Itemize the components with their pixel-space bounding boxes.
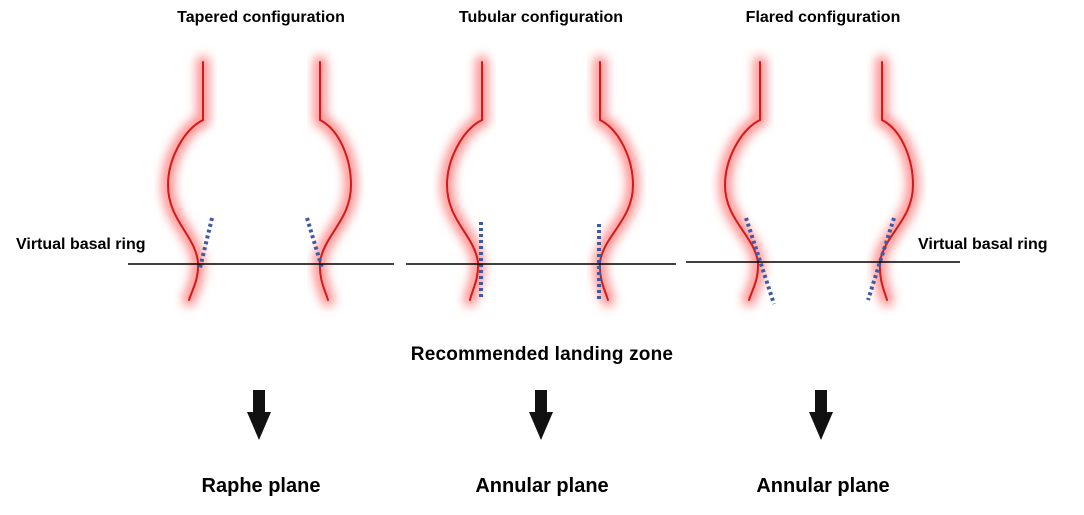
recommended-landing-zone-label: Recommended landing zone [410, 344, 674, 365]
flared-right-wall-glow [873, 55, 920, 307]
tapered-left-wall [166, 61, 204, 301]
title-flared-configuration: Flared configuration [745, 9, 901, 26]
tapered-left-dotted-line [198, 217, 214, 269]
tubular-left-wall [445, 61, 483, 301]
flared-right-dotted-line [866, 217, 896, 301]
plane-label-raphe: Raphe plane [201, 475, 321, 497]
tapered-right-dotted-line [305, 217, 324, 269]
plane-label-annular-1: Annular plane [475, 475, 609, 497]
plane-label-annular-2: Annular plane [756, 475, 890, 497]
flared-left-wall [723, 61, 761, 301]
flared-root-walls [718, 55, 920, 307]
flared-left-wall-glow [718, 55, 767, 307]
title-tapered-configuration: Tapered configuration [177, 9, 345, 26]
tubular-right-wall [598, 61, 635, 301]
tapered-root-walls [161, 55, 358, 307]
title-tubular-configuration: Tubular configuration [458, 9, 624, 26]
flared-right-wall [878, 61, 915, 301]
tubular-root-walls [440, 55, 640, 307]
down-arrow-3 [809, 390, 833, 440]
down-arrow-2 [529, 390, 553, 440]
tapered-right-wall [318, 61, 353, 301]
basal-ring-label-right: Virtual basal ring [918, 236, 1048, 253]
basal-ring-label-left: Virtual basal ring [16, 236, 146, 253]
down-arrow-1 [247, 390, 271, 440]
